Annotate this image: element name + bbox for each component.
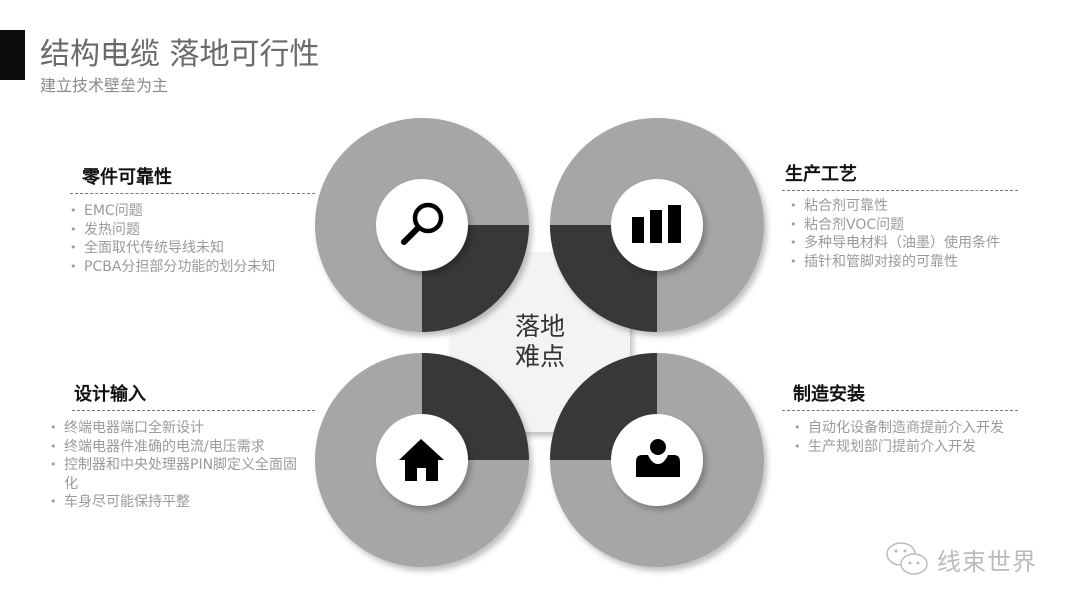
- watermark-text: 线束世界: [937, 547, 1037, 576]
- circle-manufacturing-install: [550, 353, 764, 567]
- circle-design-input: [315, 353, 529, 567]
- list-item: 终端电器端口全新设计: [50, 419, 300, 438]
- section-production-process: 生产工艺 粘合剂可靠性 粘合剂VOC问题 多种导电材料（油墨）使用条件 插针和管…: [782, 163, 1018, 271]
- divider: [70, 193, 315, 194]
- section-title: 生产工艺: [785, 164, 857, 185]
- section-title: 制造安装: [793, 384, 865, 405]
- list-item: PCBA分担部分功能的划分未知: [70, 258, 315, 277]
- list-item: 控制器和中央处理器PIN脚定义全面固化: [50, 456, 300, 493]
- circle-production-process: [550, 118, 764, 332]
- divider: [782, 190, 1018, 191]
- center-label: 落地 难点: [450, 312, 630, 372]
- divider: [72, 410, 315, 411]
- home-icon: [399, 439, 444, 481]
- title-accent-bar: [0, 30, 25, 80]
- list-item: 粘合剂可靠性: [790, 197, 1018, 216]
- section-manufacturing-install: 制造安装 自动化设备制造商提前介入开发 生产规划部门提前介入开发: [782, 383, 1018, 456]
- section-title: 零件可靠性: [82, 167, 172, 188]
- list-item: 粘合剂VOC问题: [790, 216, 1018, 235]
- list-item: 发热问题: [70, 221, 315, 240]
- list-item: 生产规划部门提前介入开发: [794, 438, 1018, 457]
- section-design-input: 设计输入 终端电器端口全新设计 终端电器件准确的电流/电压需求 控制器和中央处理…: [50, 383, 315, 512]
- list-item: 车身尽可能保持平整: [50, 493, 300, 512]
- list-item: 插针和管脚对接的可靠性: [790, 253, 1018, 272]
- page-title: 结构电缆 落地可行性: [40, 37, 320, 72]
- page-subtitle: 建立技术壁垒为主: [40, 76, 169, 95]
- wechat-icon: [886, 542, 928, 575]
- section-parts-reliability: 零件可靠性 EMC问题 发热问题 全面取代传统导线未知 PCBA分担部分功能的划…: [70, 166, 315, 276]
- center-label-line1: 落地: [514, 312, 565, 341]
- list-item: 终端电器件准确的电流/电压需求: [50, 438, 300, 457]
- list-item: 全面取代传统导线未知: [70, 239, 315, 258]
- center-label-line2: 难点: [514, 342, 565, 371]
- user-icon: [636, 439, 680, 477]
- search-icon: [401, 202, 444, 245]
- section-title: 设计输入: [74, 384, 146, 405]
- circle-parts-reliability: [315, 118, 529, 332]
- list-item: 多种导电材料（油墨）使用条件: [790, 234, 1018, 253]
- watermark: 线束世界: [885, 540, 1037, 578]
- bar-chart-icon: [632, 205, 681, 243]
- list-item: 自动化设备制造商提前介入开发: [794, 419, 1018, 438]
- list-item: EMC问题: [70, 202, 315, 221]
- divider: [782, 410, 1018, 411]
